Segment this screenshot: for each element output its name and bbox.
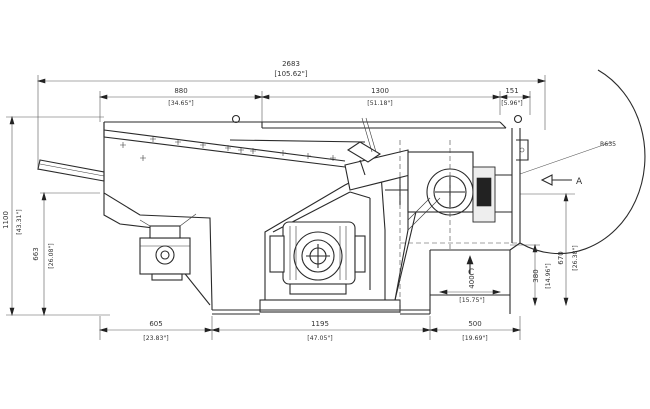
dim-top-right-mm: 151 [505,87,518,95]
dim-overall-height-in: [43.31"] [16,209,23,234]
discharge-chute [37,159,105,182]
hydraulic-unit [139,213,197,281]
center-lines [399,140,451,314]
opening-width-dim: 400 [15.75"] C [438,255,502,304]
hopper-frame [37,114,529,310]
dim-left-height-in: [26.08"] [48,243,55,268]
dim-right-height-mm: 670 [557,251,565,264]
dim-bottom-left-mm: 605 [149,320,162,328]
radius-arc [519,69,646,255]
top-dimensions: 2683 [105.62"] 880 [34.65"] 1300 [51.18"… [36,60,547,170]
dim-bottom-middle-mm: 1195 [311,320,329,328]
dim-bottom-middle-in: [47.05"] [307,335,332,342]
dim-bottom-right-mm: 500 [468,320,481,328]
dim-bottom-left-in: [23.83"] [143,335,168,342]
dim-overall-height-mm: 1100 [2,211,10,229]
section-a-arrow: A [540,174,583,187]
dim-top-left-in: [34.65"] [168,100,193,107]
left-dimensions: 1100 [43.31"] 663 [26.08"] [2,115,110,317]
section-marker-a: A [576,177,583,187]
dim-bottom-right-in: [19.69"] [462,335,487,342]
dim-left-height-mm: 663 [32,247,40,260]
motor [269,221,366,295]
dim-opening-height-in: [14.96"] [545,263,552,288]
dim-top-left-mm: 880 [174,87,187,95]
base-frame [212,242,521,315]
dim-top-middle-mm: 1300 [371,87,389,95]
section-marker-c: C [468,268,474,278]
dim-top-right-in: [5.96"] [501,100,522,107]
bottom-dimensions: 605 [23.83"] 1195 [47.05"] 500 [19.69"] [98,316,522,342]
dim-overall-length-mm: 2683 [282,60,300,68]
rail-bolts [120,136,336,161]
dim-opening-width-in: [15.75"] [459,297,484,304]
right-dimensions: 670 [26.38"] 380 [14.96"] R635 [510,69,646,307]
dim-radius: R635 [600,141,616,148]
hatch [407,197,441,231]
dim-overall-length-in: [105.62"] [274,70,307,78]
dim-right-height-in: [26.38"] [572,245,579,270]
dim-opening-width-mm: 400 [468,275,476,288]
dim-opening-height-mm: 380 [532,269,540,282]
dim-top-middle-in: [51.18"] [367,100,392,107]
